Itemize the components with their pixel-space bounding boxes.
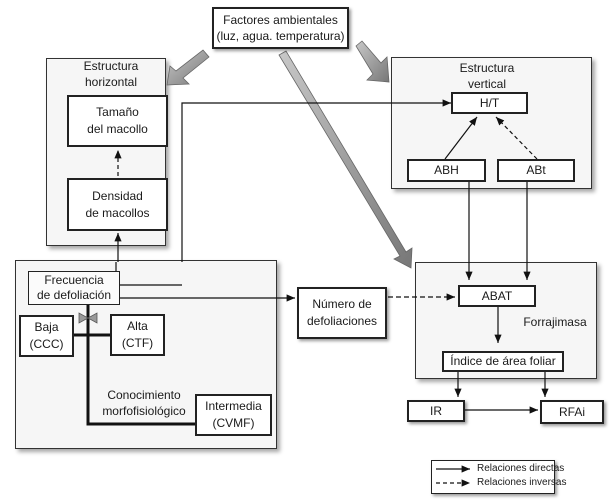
forrajimasa-title: Forrajimasa	[523, 315, 587, 329]
frecuencia-line2: de defoliación	[36, 288, 112, 302]
intermedia-line1: Intermedia	[205, 399, 262, 413]
frecuencia-defoliacion-box: Frecuencia de defoliación	[28, 271, 120, 305]
alta-line2: (CTF)	[121, 336, 154, 350]
vertical-title-line2: vertical	[467, 77, 506, 91]
iaf-label: Índice de área foliar	[450, 354, 556, 368]
tamano-line2: del macollo	[87, 122, 148, 136]
horizontal-title: Estructura horizontal	[66, 58, 156, 90]
tamano-line1: Tamaño	[96, 105, 139, 119]
alta-line1: Alta	[127, 319, 148, 333]
horizontal-title-line2: horizontal	[84, 75, 138, 89]
baja-line1: Baja	[34, 320, 59, 334]
rfai-box: RFAi	[540, 400, 604, 424]
gray-arrow-to-forrajimasa	[278, 50, 413, 269]
rfai-label: RFAi	[558, 404, 585, 419]
conocimiento-morfofisiologico-label: Conocimiento morfofisiológico	[92, 387, 196, 419]
factores-ambientales-box: Factores ambientales (luz, agua. tempera…	[212, 7, 349, 49]
abat-box: ABAT	[458, 285, 536, 307]
factores-line2: (luz, agua. temperatura)	[216, 29, 345, 43]
frecuencia-panel-link	[115, 262, 182, 286]
gray-arrow-to-horizontal	[166, 49, 210, 86]
indice-area-foliar-box: Índice de área foliar	[442, 351, 564, 372]
abh-box: ABH	[407, 159, 486, 182]
ir-box: IR	[407, 400, 465, 422]
conocimiento-line2: morfofisiológico	[102, 404, 186, 418]
frecuencia-tree	[86, 305, 195, 426]
intermedia-cvmf-box: Intermedia (CVMF)	[195, 394, 272, 436]
intermedia-line2: (CVMF)	[212, 416, 255, 430]
numero-line1: Número de	[312, 297, 372, 311]
legend: Relaciones directas Relaciones inversas	[431, 460, 567, 494]
horizontal-title-line1: Estructura	[83, 59, 139, 73]
ht-box: H/T	[451, 92, 528, 114]
numero-defoliaciones-box: Número de defoliaciones	[297, 287, 387, 339]
abat-label: ABAT	[481, 288, 513, 303]
abh-label: ABH	[434, 163, 459, 177]
abt-box: ABt	[497, 159, 575, 182]
frecuencia-line1: Frecuencia	[44, 273, 104, 287]
alta-ctf-box: Alta (CTF)	[110, 314, 165, 356]
numero-line2: defoliaciones	[306, 314, 378, 328]
abt-label: ABt	[526, 163, 546, 177]
ht-label: H/T	[479, 95, 500, 110]
baja-ccc-box: Baja (CCC)	[19, 315, 74, 357]
factores-line1: Factores ambientales	[223, 13, 338, 27]
legend-inverse: Relaciones inversas	[477, 477, 567, 488]
baja-line2: (CCC)	[29, 337, 64, 351]
tamano-macollo-box: Tamaño del macollo	[67, 95, 168, 147]
ir-label: IR	[430, 403, 442, 418]
conocimiento-line1: Conocimiento	[107, 388, 181, 402]
frecuencia-to-ht	[181, 99, 451, 262]
valve-icon	[78, 312, 98, 324]
vertical-title: Estructura vertical	[442, 60, 532, 92]
densidad-line1: Densidad	[92, 188, 143, 203]
gray-arrow-to-vertical	[355, 40, 390, 83]
vertical-title-line1: Estructura	[459, 61, 515, 75]
legend-direct: Relaciones directas	[477, 463, 565, 474]
densidad-macollos-box: Densidad de macollos	[67, 178, 168, 231]
densidad-line2: de macollos	[85, 205, 150, 220]
